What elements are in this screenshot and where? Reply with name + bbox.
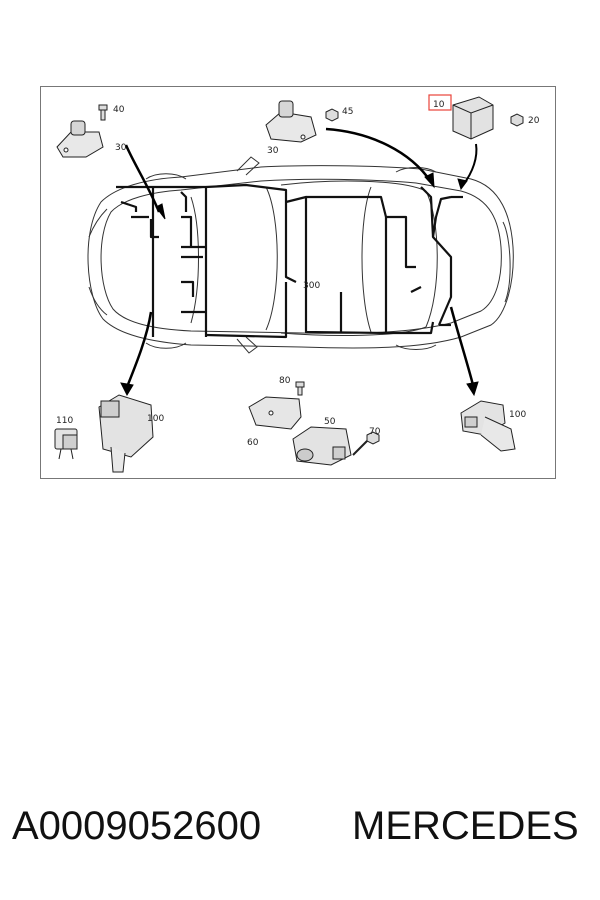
- callout-100-left: 100: [147, 414, 164, 424]
- bracket-60-icon: [248, 396, 302, 430]
- callout-60: 60: [247, 438, 259, 448]
- callout-30-center: 30: [267, 146, 279, 156]
- callout-300: 300: [303, 281, 320, 291]
- control-module-10-icon: [452, 96, 494, 140]
- sensor-100-right-icon: [460, 400, 516, 452]
- callout-80: 80: [279, 376, 291, 386]
- bolt-40-icon: [98, 104, 108, 121]
- callout-20: 20: [528, 116, 540, 126]
- bolt-80-icon: [295, 381, 305, 396]
- callout-70: 70: [369, 427, 381, 437]
- callout-labels: 10 20 30 40 30 45 300 80 60 50 70 110 10…: [56, 94, 540, 448]
- callout-10: 10: [433, 100, 445, 110]
- callout-50: 50: [324, 417, 336, 427]
- wiring-diagram-drawing: 10 20 30 40 30 45 300 80 60 50 70 110 10…: [54, 94, 540, 473]
- part-number: A0009052600: [12, 804, 262, 848]
- screw-70-icon: [352, 431, 380, 456]
- callout-30-left: 30: [115, 143, 127, 153]
- parts-diagram: 10 20 30 40 30 45 300 80 60 50 70 110 10…: [40, 86, 556, 479]
- callout-110: 110: [56, 416, 73, 426]
- callout-100-right: 100: [509, 410, 526, 420]
- nut-20-icon: [510, 113, 524, 127]
- sensor-100-left-icon: [98, 394, 154, 473]
- callout-40: 40: [113, 105, 125, 115]
- sensor-30-left-icon: [56, 120, 104, 158]
- connector-110-icon: [54, 428, 78, 460]
- sensor-50-icon: [292, 426, 352, 466]
- nut-45-icon: [325, 108, 339, 122]
- callout-45: 45: [342, 107, 353, 117]
- brand-name: MERCEDES: [352, 804, 579, 848]
- sensor-30-center-icon: [265, 100, 317, 143]
- callout-10-highlight-box: [428, 94, 452, 111]
- wiring-harness: [116, 183, 463, 339]
- leader-arrows: [120, 127, 479, 397]
